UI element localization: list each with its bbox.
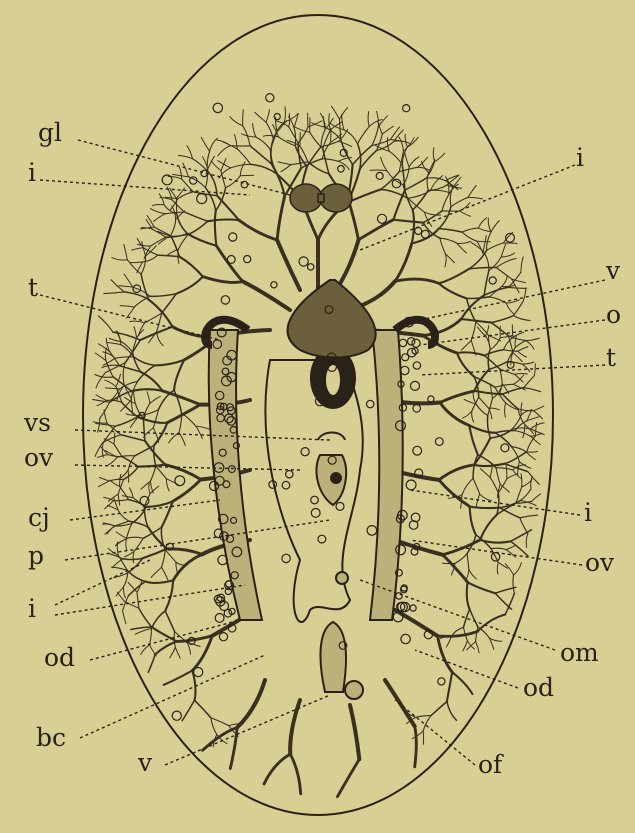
label-ov-left: ov	[24, 445, 53, 470]
leader-od-right	[415, 650, 518, 688]
reproductive-organs	[209, 280, 403, 699]
label-t-right: t	[606, 345, 616, 370]
vaginal-opening	[345, 681, 363, 699]
label-o-right: o	[606, 302, 621, 327]
leader-i-mid-right	[410, 490, 580, 515]
label-om: om	[560, 640, 599, 665]
leader-of	[395, 700, 475, 765]
label-p: p	[28, 543, 44, 568]
bursa	[320, 622, 346, 692]
label-od-left: od	[44, 645, 75, 670]
label-v-right: v	[606, 258, 620, 283]
label-i-top-left: i	[28, 160, 36, 185]
leader-t-left	[40, 295, 220, 340]
label-i-mid-right: i	[584, 500, 592, 525]
brain-ganglion	[290, 184, 352, 212]
label-t-left: t	[28, 275, 38, 300]
label-cj: cj	[28, 505, 50, 530]
label-vs: vs	[24, 410, 51, 435]
leader-v-bottom	[165, 695, 330, 765]
label-of: of	[478, 752, 502, 777]
label-i-top-right: i	[576, 145, 584, 170]
label-i-bottom-left: i	[28, 596, 36, 621]
leader-ov-left	[75, 465, 300, 470]
leader-od-left	[90, 620, 240, 660]
label-gl: gl	[38, 120, 62, 145]
leader-gl	[78, 140, 290, 195]
penis-core	[331, 473, 341, 483]
label-bc: bc	[36, 725, 66, 750]
left-oviduct	[209, 330, 262, 620]
label-od-right: od	[523, 675, 554, 700]
leader-i-top-left	[40, 180, 250, 195]
male-opening	[336, 572, 348, 584]
label-ov-right: ov	[585, 550, 614, 575]
label-v-bottom: v	[138, 750, 152, 775]
